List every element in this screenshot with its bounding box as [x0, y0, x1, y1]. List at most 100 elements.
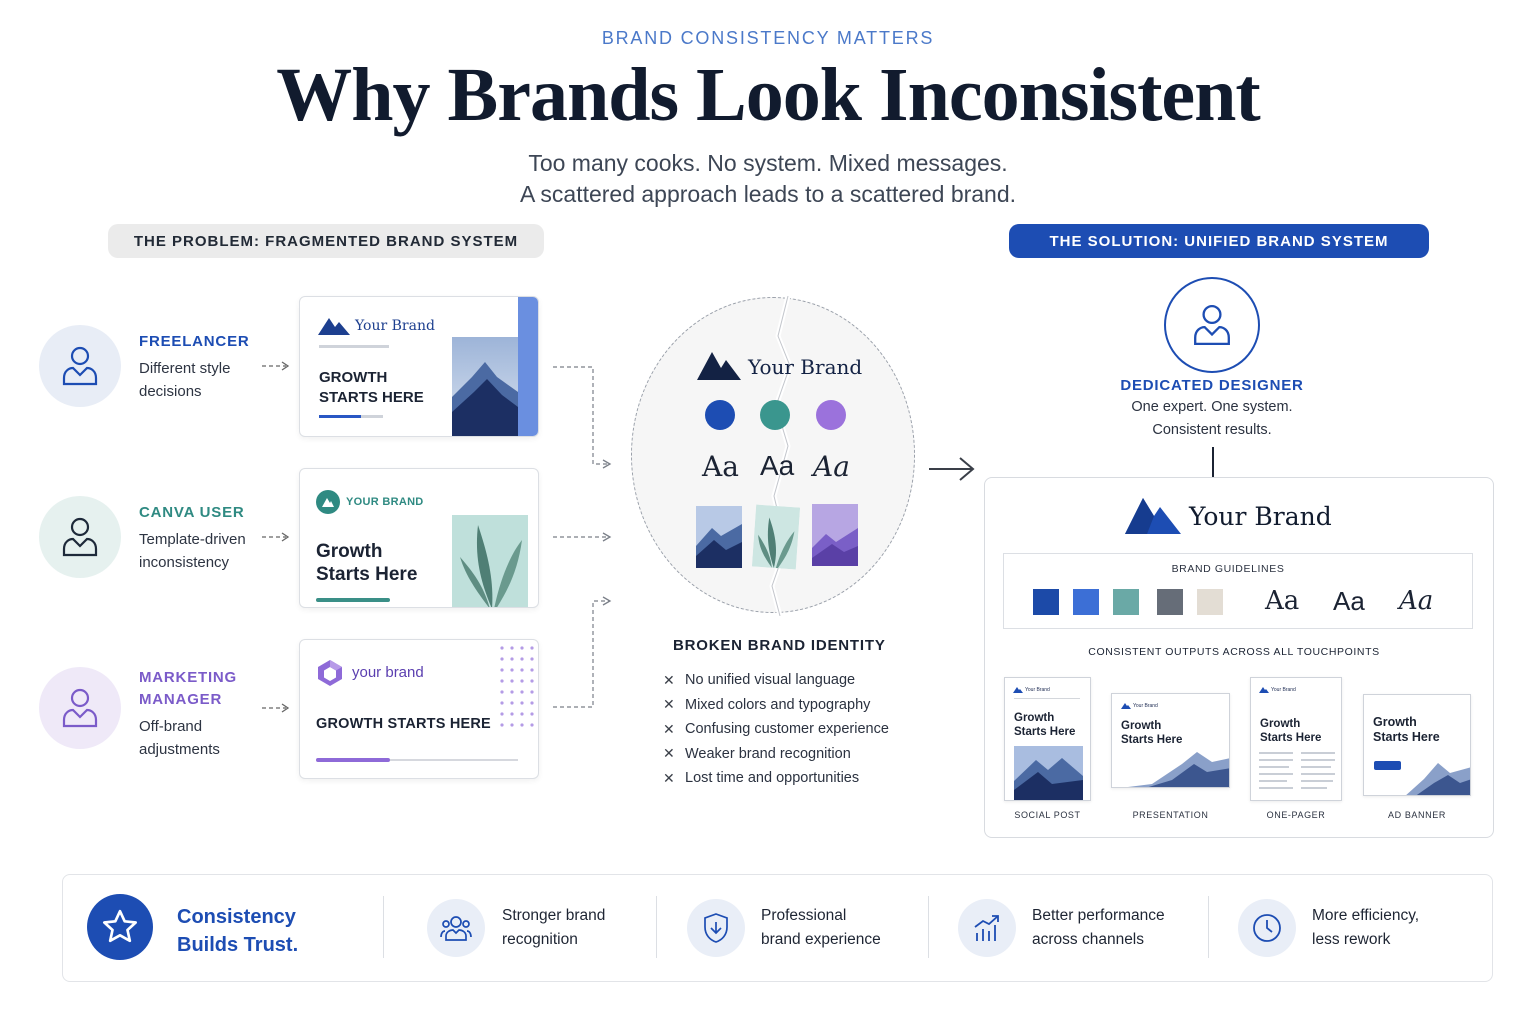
card-headline-2: STARTS HERE: [319, 389, 424, 406]
touch-brand: Your Brand: [1025, 687, 1050, 693]
user-icon: [62, 688, 98, 728]
problem-label: THE PROBLEM: FRAGMENTED BRAND SYSTEM: [108, 224, 544, 258]
issue-item: ✕Mixed colors and typography: [663, 696, 871, 713]
marketing-card: your brand GROWTH STARTS HERE: [299, 639, 539, 779]
mountain-logo-icon: [318, 318, 350, 335]
guidelines-label: BRAND GUIDELINES: [1171, 563, 1285, 575]
touchpoint-one-pager: Your Brand Growth Starts Here: [1250, 677, 1342, 801]
benefit-lead-1: Consistency: [177, 906, 296, 928]
freelancer-avatar: [39, 325, 121, 407]
persona-desc-freelancer-2: decisions: [139, 383, 202, 400]
card-headline-1: GROWTH: [319, 369, 388, 386]
benefit-performance-2: across channels: [1032, 931, 1145, 948]
freelancer-card: Your Brand GROWTH STARTS HERE: [299, 296, 539, 437]
accent-bar: [316, 758, 390, 762]
outputs-label: CONSISTENT OUTPUTS ACROSS ALL TOUCHPOINT…: [1088, 646, 1380, 658]
touch-headline-2: Starts Here: [1014, 726, 1076, 738]
guide-type-serif: Aa: [1265, 586, 1300, 616]
page-title: Why Brands Look Inconsistent: [276, 53, 1261, 137]
canva-card: YOUR BRAND Growth Starts Here: [299, 468, 539, 608]
issue-item: ✕Weaker brand recognition: [663, 745, 851, 762]
dashed-arrow-icon: [262, 703, 290, 713]
divider: [1014, 698, 1080, 699]
designer-desc-1: One expert. One system.: [1131, 399, 1293, 415]
star-badge: [87, 894, 153, 960]
benefit-recognition-2: recognition: [502, 931, 578, 948]
benefit-lead-2: Builds Trust.: [177, 934, 299, 956]
unified-brand-name: Your Brand: [1189, 502, 1332, 531]
type-sample-italic: Aa: [813, 450, 850, 483]
touchpoint-presentation: Your Brand Growth Starts Here: [1111, 693, 1230, 788]
touch-headline-1: Growth: [1260, 718, 1301, 730]
mountain-photo: [1128, 752, 1229, 787]
divider: [656, 896, 657, 958]
connector-line: [1212, 447, 1214, 477]
benefit-performance-badge: [958, 899, 1016, 957]
chart-icon: [974, 915, 999, 941]
benefit-efficiency-badge: [1238, 899, 1296, 957]
touch-headline-1: Growth: [1014, 712, 1055, 724]
type-sample-sans: Aa: [760, 450, 795, 481]
mountain-photo: [452, 337, 518, 436]
color-dot-purple: [816, 400, 846, 430]
arrow-right-icon: [929, 457, 975, 481]
issue-item: ✕Confusing customer experience: [663, 720, 889, 738]
touch-headline-2: Starts Here: [1260, 732, 1322, 744]
crack-line: [769, 296, 793, 616]
mountain-logo-icon: [1259, 687, 1269, 693]
swatch-blue: [1073, 589, 1099, 615]
side-color-bar: [518, 297, 538, 436]
broken-identity-title: BROKEN BRAND IDENTITY: [673, 637, 886, 654]
issue-item: ✕Lost time and opportunities: [663, 769, 860, 787]
user-icon: [1194, 304, 1230, 346]
touch-brand: Your Brand: [1271, 687, 1296, 693]
eyebrow: BRAND CONSISTENCY MATTERS: [601, 28, 935, 48]
connector-arrow-icon: [553, 366, 612, 469]
persona-desc-marketing-1: Off-brand: [139, 718, 203, 735]
subtitle-line-2: A scattered approach leads to a scattere…: [519, 181, 1017, 207]
cta-button: [1374, 761, 1401, 770]
persona-title-marketing-1: MARKETING: [139, 669, 238, 686]
accent-bar-track: [361, 415, 383, 418]
dashed-arrow-icon: [262, 532, 290, 542]
benefit-efficiency-2: less rework: [1312, 931, 1391, 948]
mountain-logo-icon: [1121, 703, 1131, 709]
marketing-manager-avatar: [39, 667, 121, 749]
touch-headline-2: Starts Here: [1121, 734, 1183, 746]
dashed-arrow-icon: [262, 361, 290, 371]
solution-label: THE SOLUTION: UNIFIED BRAND SYSTEM: [1009, 224, 1429, 258]
designer-avatar: [1164, 277, 1260, 373]
touch-label-one-pager: ONE-PAGER: [1266, 810, 1326, 820]
card-headline-1: Growth: [316, 541, 383, 562]
connector-arrow-icon: [553, 596, 612, 708]
color-dot-blue: [705, 400, 735, 430]
touchpoint-ad-banner: Growth Starts Here: [1363, 694, 1471, 796]
swatch-teal: [1113, 589, 1139, 615]
card-brand: your brand: [352, 664, 424, 681]
touch-label-social: SOCIAL POST: [1014, 810, 1081, 820]
benefit-recognition-badge: [427, 899, 485, 957]
star-icon: [103, 909, 137, 943]
mountain-logo-icon: [697, 352, 741, 380]
type-sample-serif: Aa: [702, 450, 739, 483]
x-icon: ✕: [663, 745, 675, 762]
dot-pattern: [500, 646, 534, 727]
designer-title: DEDICATED DESIGNER: [1120, 377, 1304, 394]
brand-badge-icon: [316, 490, 340, 514]
benefit-experience-1: Professional: [761, 907, 847, 924]
swatch-cream: [1197, 589, 1223, 615]
issues-list: ✕No unified visual language ✕Mixed color…: [663, 668, 889, 791]
benefit-performance-1: Better performance: [1032, 907, 1165, 924]
issue-item: ✕No unified visual language: [663, 671, 856, 689]
swatch-navy: [1033, 589, 1059, 615]
color-dot-teal: [760, 400, 790, 430]
guide-type-sans: Aa: [1333, 586, 1365, 616]
x-icon: ✕: [663, 696, 675, 713]
benefit-experience-2: brand experience: [761, 931, 881, 948]
benefit-experience-badge: [687, 899, 745, 957]
accent-bar: [316, 598, 390, 602]
card-brand: Your Brand: [355, 318, 435, 334]
mountain-photo: [1406, 763, 1470, 795]
guide-type-italic: Aa: [1399, 586, 1434, 616]
persona-title-marketing-2: MANAGER: [139, 691, 223, 708]
